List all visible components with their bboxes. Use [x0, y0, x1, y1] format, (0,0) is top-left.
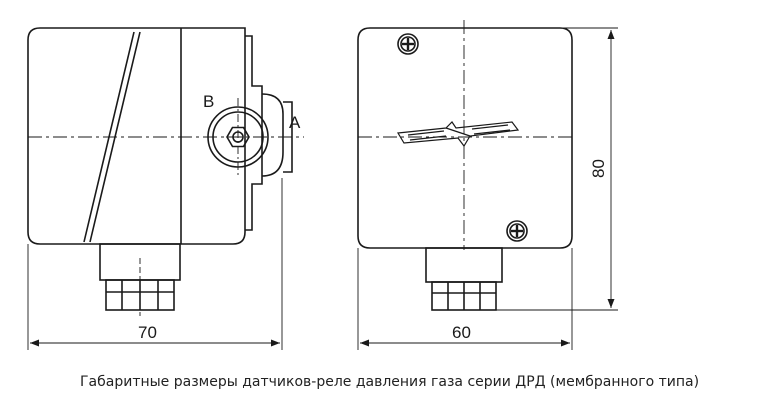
manufacturer-logo	[397, 121, 520, 148]
figure-caption: Габаритные размеры датчиков-реле давлени…	[80, 374, 700, 390]
dim-width-left-label: 70	[138, 323, 157, 342]
front-cable-gland	[425, 247, 503, 283]
hex-nut	[226, 126, 250, 148]
port-boss	[261, 93, 284, 177]
dim-height-right	[496, 27, 618, 311]
port-a-label: A	[289, 113, 301, 132]
dim-width-right	[357, 248, 573, 350]
dim-height-right-label: 80	[589, 159, 608, 178]
front-view	[357, 20, 573, 311]
dim-width-left	[27, 178, 283, 350]
screw-bottom	[506, 220, 528, 242]
port-b-label: B	[203, 92, 214, 111]
side-flange	[245, 35, 263, 231]
side-view-housing	[27, 27, 246, 245]
front-view-housing	[357, 27, 573, 249]
dim-width-right-label: 60	[452, 323, 471, 342]
side-view	[27, 27, 304, 316]
screw-top	[397, 33, 419, 55]
